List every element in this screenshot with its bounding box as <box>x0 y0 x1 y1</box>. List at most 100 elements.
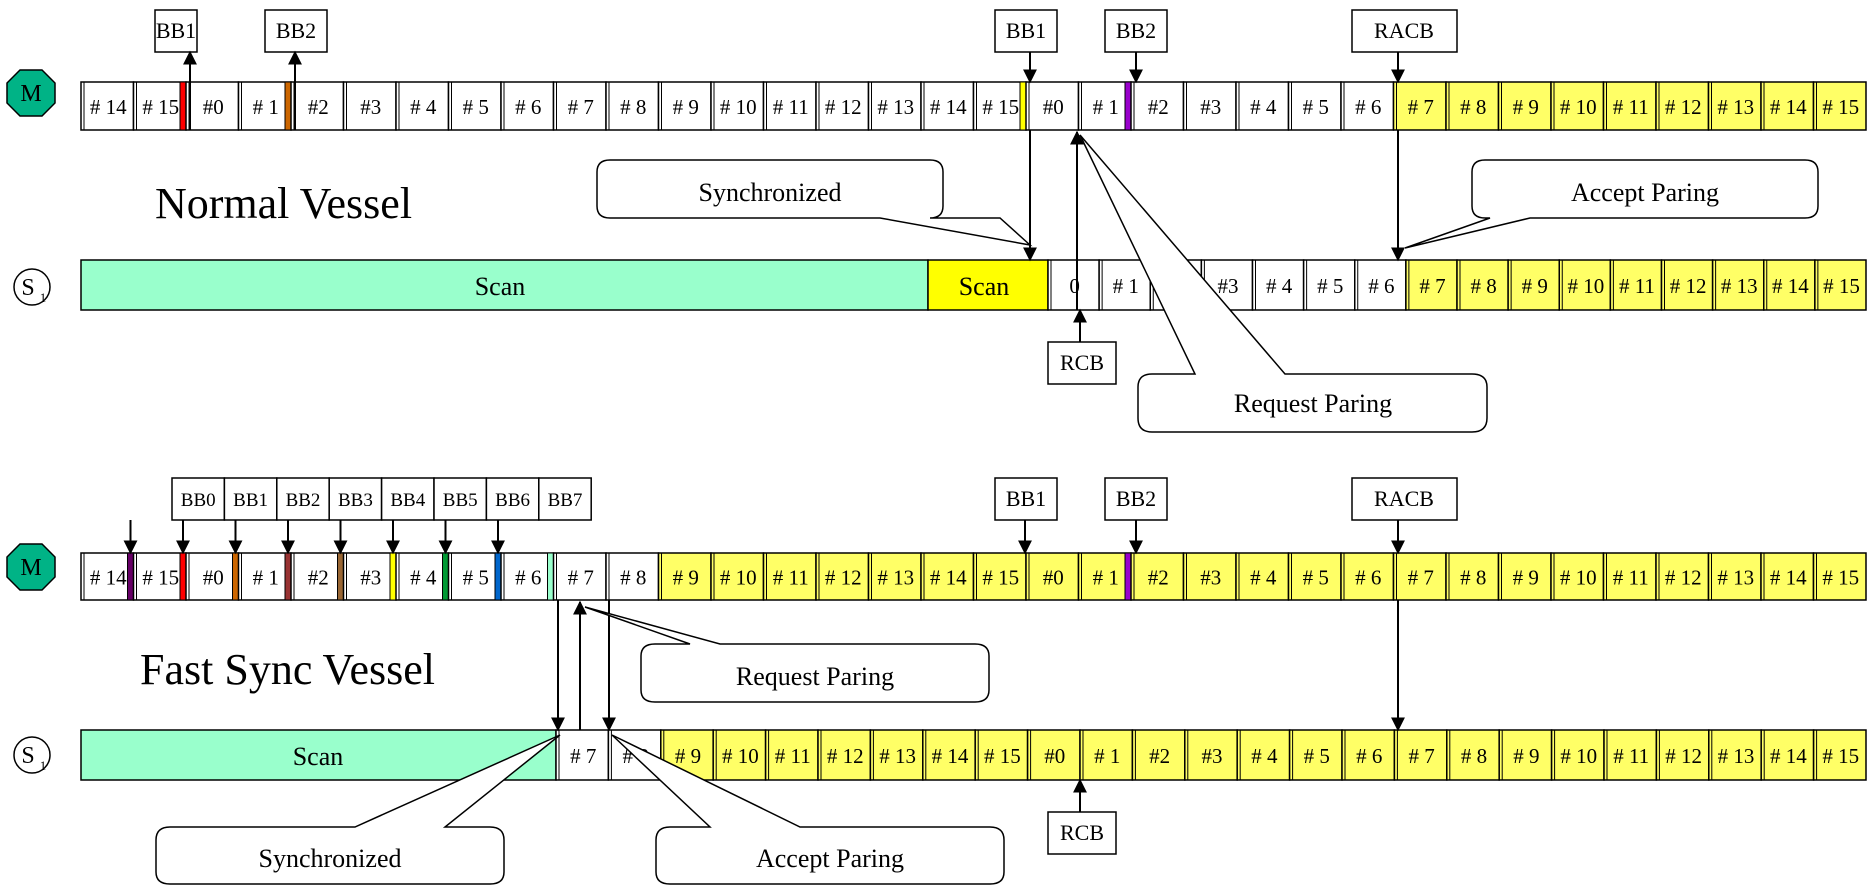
bottom-master-slot <box>1655 552 1710 601</box>
top-master-slot <box>1550 81 1605 131</box>
bottom-request-paring-callout: Request Paring <box>584 606 990 703</box>
bottom-master-slot-label: # 6 <box>515 566 541 590</box>
top-master-slot-label: # 11 <box>1613 95 1649 119</box>
bottom-master-slot-marker <box>127 552 134 601</box>
bottom-master-slot-label: # 10 <box>720 566 757 590</box>
top-master-slot <box>1340 81 1395 131</box>
bottom-master-slot-marker <box>494 552 502 601</box>
top-master-slot-label: # 10 <box>1560 95 1597 119</box>
top-scan2-label: Scan <box>959 272 1010 301</box>
top-master-slot <box>762 81 817 131</box>
bottom-master-slot <box>1287 552 1342 601</box>
top-master-slot <box>972 81 1027 131</box>
bottom-master-slot-label: # 8 <box>620 566 646 590</box>
top-master-slot <box>1025 81 1080 131</box>
bottom-master-slot-label: # 14 <box>930 566 967 590</box>
bottom-slave-slot <box>1603 729 1658 781</box>
top-master-slot-label: #2 <box>308 95 329 119</box>
bottom-slave-slot-label: # 9 <box>1513 744 1539 768</box>
top-master-slot-label: # 14 <box>1770 95 1807 119</box>
top-racb-label: RACB <box>1374 18 1434 43</box>
bottom-master-slot-row: # 14# 15#0# 1#2#3# 4# 5# 6# 7# 8# 9# 10#… <box>80 552 1867 601</box>
top-master-slot-label: #0 <box>1043 95 1064 119</box>
bottom-master-slot <box>1445 552 1500 601</box>
top-slave-slot-label: # 4 <box>1266 274 1293 298</box>
top-master-slot-label: # 4 <box>1250 95 1277 119</box>
bottom-request-paring-label: Request Paring <box>736 662 894 691</box>
bottom-slave-slot <box>1708 729 1762 781</box>
top-master-slot-label: # 1 <box>1093 95 1119 119</box>
top-slave-slot-label: # 15 <box>1823 274 1860 298</box>
bottom-master-slot-marker <box>1124 552 1132 601</box>
bottom-master-slot-label: # 5 <box>463 566 489 590</box>
bottom-synchronized-label: Synchronized <box>259 844 402 873</box>
top-synchronized-callout: Synchronized <box>596 159 1033 247</box>
top-slave-slot <box>1507 259 1560 311</box>
bottom-master-slot-marker <box>442 552 449 601</box>
bottom-master-slot <box>762 552 817 601</box>
top-master-slot-label: # 6 <box>515 95 541 119</box>
bottom-master-slot <box>1497 552 1552 601</box>
top-master-slot <box>920 81 975 131</box>
bottom-master-slot <box>185 552 240 601</box>
bottom-master-slot-label: # 1 <box>1093 566 1119 590</box>
bottom-master-slot-label: # 14 <box>90 566 127 590</box>
top-rcb-box: RCB <box>1047 308 1117 385</box>
bottom-master-slot <box>1550 552 1605 601</box>
top-master-slot <box>1655 81 1710 131</box>
bottom-bb-box-label: BB7 <box>548 490 583 511</box>
bottom-bb-box <box>538 477 592 521</box>
top-master-slot-label: # 7 <box>568 95 594 119</box>
bottom-master-slot <box>920 552 975 601</box>
top-master-slot-label: # 15 <box>142 95 179 119</box>
bottom-slave-slot <box>817 729 872 781</box>
top-master-slot-label: #2 <box>1148 95 1169 119</box>
top-synchronized-label: Synchronized <box>699 178 842 207</box>
top-master-slot-label: #3 <box>1200 95 1221 119</box>
bottom-master-slot <box>395 552 450 601</box>
bottom-master-slot-label: # 7 <box>568 566 594 590</box>
top-master-label: M <box>20 81 41 107</box>
bottom-bb-box-label: BB4 <box>390 490 425 511</box>
bottom-master-slot-label: # 4 <box>410 566 437 590</box>
bottom-slave-slot-label: # 1 <box>1094 744 1120 768</box>
bottom-slave-slot <box>1446 729 1500 781</box>
bottom-slave-slot <box>1026 729 1081 781</box>
top-accept-paring-label: Accept Paring <box>1571 178 1719 207</box>
bottom-master-slot-label: #2 <box>308 566 329 590</box>
top-master-slot-label: # 11 <box>773 95 809 119</box>
top-slave-slot-label: # 1 <box>1113 274 1139 298</box>
bottom-master-slot-label: # 13 <box>877 566 914 590</box>
top-bb2-left-label: BB2 <box>276 18 316 43</box>
top-master-slot <box>500 81 555 131</box>
top-master-slot-marker <box>1124 81 1132 131</box>
bottom-scan-label: Scan <box>293 742 344 771</box>
bottom-slave-slot-label: # 11 <box>775 744 811 768</box>
top-slave-label: S <box>21 275 34 301</box>
top-scan-label: Scan <box>475 272 526 301</box>
bottom-master-slot <box>1340 552 1395 601</box>
bottom-master-slot-label: # 8 <box>1460 566 1486 590</box>
top-master-slot <box>237 81 292 131</box>
bottom-synchronized-callout: Synchronized <box>155 734 561 885</box>
top-master-slot <box>867 81 922 131</box>
top-master-slot <box>1812 81 1867 131</box>
top-master-slot-marker <box>179 81 187 131</box>
bottom-bb-box-label: BB3 <box>338 490 373 511</box>
top-master-slot <box>1392 81 1447 131</box>
bottom-accept-paring-label: Accept Paring <box>756 844 904 873</box>
bottom-slave-slot <box>764 729 819 781</box>
bottom-slave-slot <box>1079 729 1134 781</box>
bottom-racb-label: RACB <box>1374 486 1434 511</box>
top-bb1-left: BB1 <box>154 9 198 130</box>
bottom-master-label: M <box>20 555 41 581</box>
top-master-slot-label: # 10 <box>720 95 757 119</box>
bottom-master-slot-marker <box>179 552 187 601</box>
bottom-master-slot-marker <box>232 552 239 601</box>
top-master-slot-label: # 6 <box>1355 95 1381 119</box>
top-slave-slot <box>1047 259 1100 311</box>
bottom-master-slot <box>290 552 345 601</box>
bottom-slave-slot <box>555 729 610 781</box>
bottom-master-slot <box>342 552 397 601</box>
bottom-vessel-title: Fast Sync Vessel <box>140 645 435 694</box>
